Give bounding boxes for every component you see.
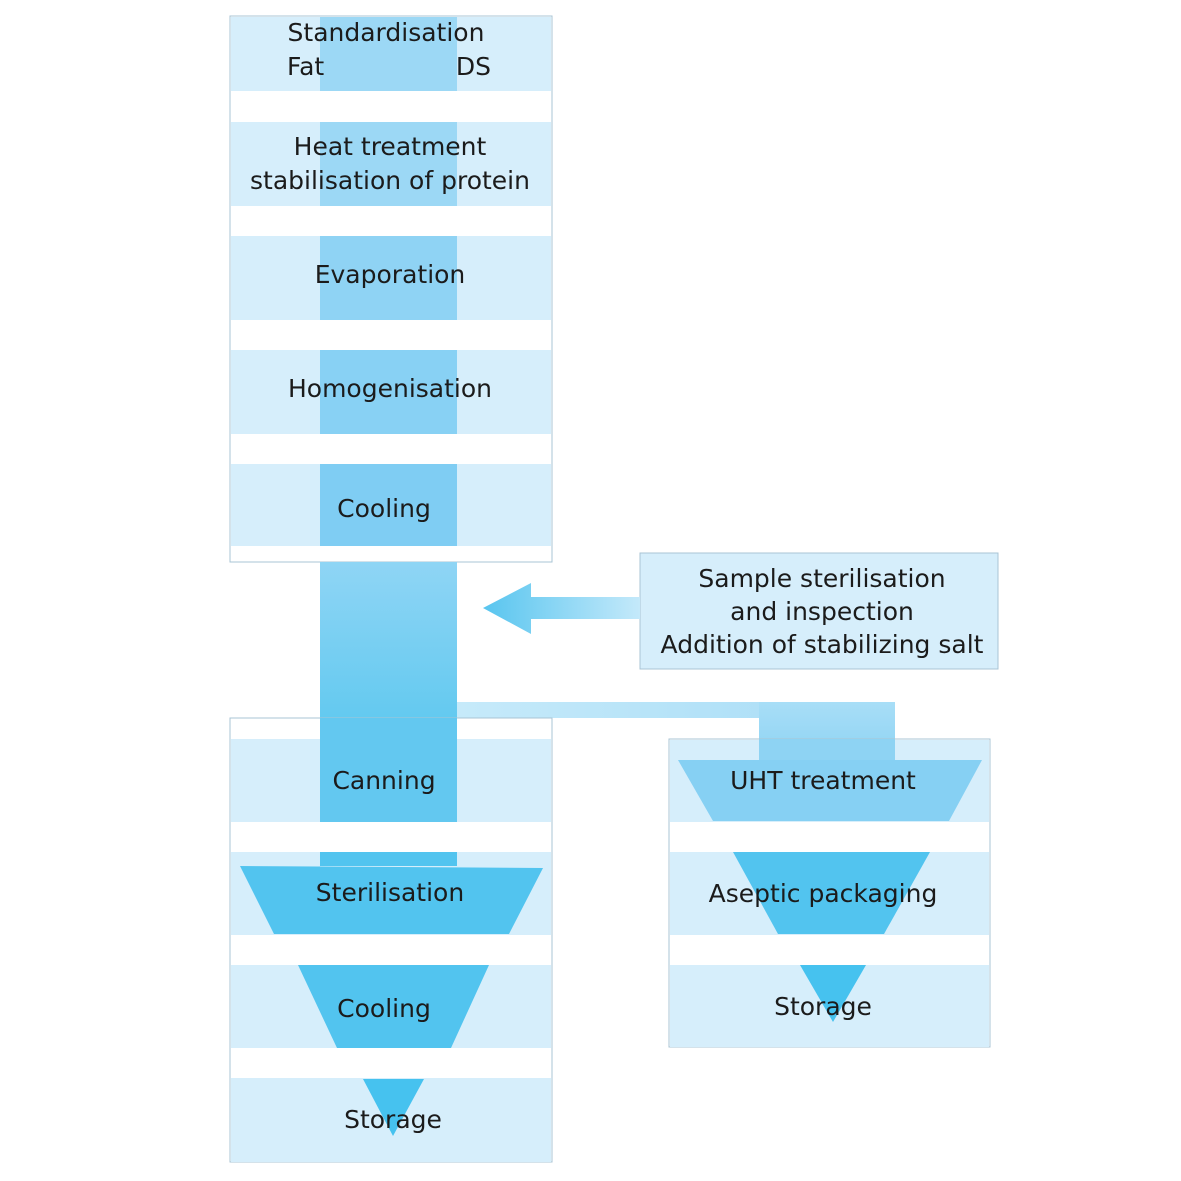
label-cooling-main: Cooling	[337, 494, 431, 523]
flow-heat-treatment	[320, 122, 457, 206]
flow-evaporation	[320, 236, 457, 320]
arrow-left-icon	[483, 583, 640, 634]
funnel-cooling-canned	[298, 965, 489, 1048]
canned-branch: Canning Sterilisation Cooling Storage	[229, 717, 553, 1163]
flow-homogenisation	[320, 350, 457, 434]
funnel-storage-uht	[800, 965, 866, 1022]
label-fat: Fat	[287, 52, 324, 81]
label-sterilisation: Sterilisation	[316, 878, 464, 907]
label-storage-canned: Storage	[344, 1105, 442, 1134]
label-heat-treatment: Heat treatment	[294, 132, 487, 161]
main-flow-bar	[320, 562, 457, 738]
flow-cooling-main	[320, 464, 457, 546]
label-sample-sterilisation: Sample sterilisation	[698, 564, 945, 593]
uht-branch: UHT treatment Aseptic packaging Storage	[668, 738, 991, 1048]
label-ds: DS	[456, 52, 491, 81]
flow-sterilisation-neck	[320, 852, 457, 866]
label-aseptic-packaging: Aseptic packaging	[709, 879, 938, 908]
side-input-box	[639, 552, 999, 670]
flow-into-uht	[759, 739, 895, 761]
flow-standardisation	[320, 17, 457, 91]
main-column: Standardisation Fat DS Heat treatment st…	[229, 15, 553, 563]
label-uht-treatment: UHT treatment	[730, 766, 916, 795]
flow-canning-to-sterilisation	[320, 822, 457, 852]
label-addition-of-stabilizing-salt: Addition of stabilizing salt	[661, 630, 984, 659]
label-stabilisation-of-protein: stabilisation of protein	[250, 166, 530, 195]
label-evaporation: Evaporation	[315, 260, 466, 289]
label-storage-uht: Storage	[774, 992, 872, 1021]
flow-into-canning	[320, 718, 457, 822]
label-cooling-canned: Cooling	[337, 994, 431, 1023]
label-standardisation: Standardisation	[288, 18, 485, 47]
funnel-storage-canned	[363, 1079, 424, 1136]
funnel-sterilisation	[240, 866, 543, 934]
funnel-uht-treatment	[678, 760, 982, 821]
label-homogenisation: Homogenisation	[288, 374, 492, 403]
label-canning: Canning	[332, 766, 435, 795]
label-and-inspection: and inspection	[730, 597, 914, 626]
funnel-aseptic-packaging	[733, 852, 930, 934]
side-input: Sample sterilisation and inspection Addi…	[483, 552, 999, 670]
